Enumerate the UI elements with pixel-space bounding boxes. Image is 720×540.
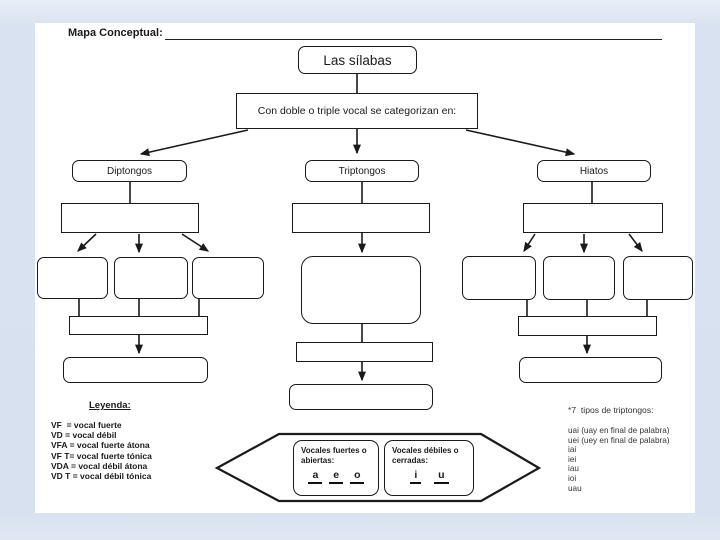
legend: Leyenda: VF = vocal fuerte VD = vocal dé…: [51, 400, 226, 481]
blank-tri-bigbox: [301, 256, 421, 324]
vowel-letter-e: e: [329, 469, 344, 484]
blank-dip-type1: [37, 257, 108, 299]
blank-dip-result: [63, 357, 208, 383]
triptongo-item: iai: [568, 445, 577, 455]
node-categorize: Con doble o triple vocal se categorizan …: [236, 93, 478, 129]
node-triptongos: Triptongos: [305, 160, 419, 182]
weak-vowels-title: Vocales débiles o cerradas:: [392, 446, 459, 465]
legend-item: VDA = vocal débil átona: [51, 460, 148, 471]
arrow-categorize-to-hiatos: [465, 129, 576, 157]
vowel-letter-u: u: [434, 469, 449, 484]
triptongo-item: iau: [568, 464, 579, 474]
arrow-dip-rect-to-box1: [77, 233, 97, 252]
blank-hia-result: [519, 357, 662, 383]
blank-tri-result: [289, 384, 433, 410]
node-las-silabas: Las sílabas: [298, 46, 417, 74]
triptongos-note: *7 tipos de triptongos: uai (uay en fina…: [568, 405, 708, 493]
strong-vowels-title: Vocales fuertes o abiertas:: [301, 446, 367, 465]
arrow-hia-rect-to-box3: [628, 233, 643, 253]
blank-hia-type2: [543, 256, 615, 300]
blank-dip-type3: [192, 257, 264, 299]
vowel-letter-a: a: [308, 469, 323, 484]
blank-hia-definition: [523, 203, 663, 233]
blank-dip-type2: [114, 257, 188, 299]
weak-vowels-letters: i u: [392, 469, 467, 484]
weak-vowels-box: Vocales débiles o cerradas: i u: [384, 440, 474, 496]
legend-title: Leyenda:: [89, 400, 131, 411]
strong-vowels-letters: a e o: [301, 469, 372, 484]
node-diptongos: Diptongos: [72, 160, 187, 182]
legend-item: VF = vocal fuerte: [51, 420, 122, 430]
blank-dip-definition: [61, 203, 199, 233]
arrow-connectors: [77, 129, 643, 382]
legend-item: VD T = vocal débil tónica: [51, 471, 152, 482]
vowel-letter-o: o: [350, 469, 365, 484]
legend-item: VD = vocal débil: [51, 430, 117, 441]
legend-item: VFA = vocal fuerte átona: [51, 440, 150, 451]
triptongo-item: uai (uay en final de palabra): [568, 426, 670, 435]
triptongos-note-title: *7 tipos de triptongos:: [568, 405, 654, 415]
blank-tri-definition: [292, 203, 430, 233]
arrow-hia-rect-to-box1: [523, 233, 536, 253]
vowel-letter-i: i: [410, 469, 422, 484]
node-hiatos: Hiatos: [537, 160, 651, 182]
arrow-categorize-to-diptongos: [139, 129, 249, 157]
blank-hia-type3: [623, 256, 693, 300]
legend-item: VF T= vocal fuerte tónica: [51, 450, 152, 461]
page-title: Mapa Conceptual:: [68, 27, 163, 39]
blank-hia-collector: [518, 316, 657, 336]
strong-vowels-box: Vocales fuertes o abiertas: a e o: [293, 440, 379, 496]
worksheet-page: Mapa Conceptual:: [35, 23, 695, 513]
header: Mapa Conceptual:: [68, 27, 662, 40]
plain-connectors: [78, 74, 648, 342]
triptongo-item: uei (uey en final de palabra): [568, 435, 670, 445]
triptongo-item: ioi: [568, 473, 577, 483]
triptongo-item: iei: [568, 454, 577, 464]
arrow-dip-rect-to-box3: [181, 233, 210, 252]
triptongo-item: uau: [568, 483, 582, 493]
blank-tri-collector: [296, 342, 433, 362]
blank-hia-type1: [462, 256, 536, 300]
title-blank-line: [164, 29, 662, 40]
blank-dip-collector: [69, 316, 208, 335]
